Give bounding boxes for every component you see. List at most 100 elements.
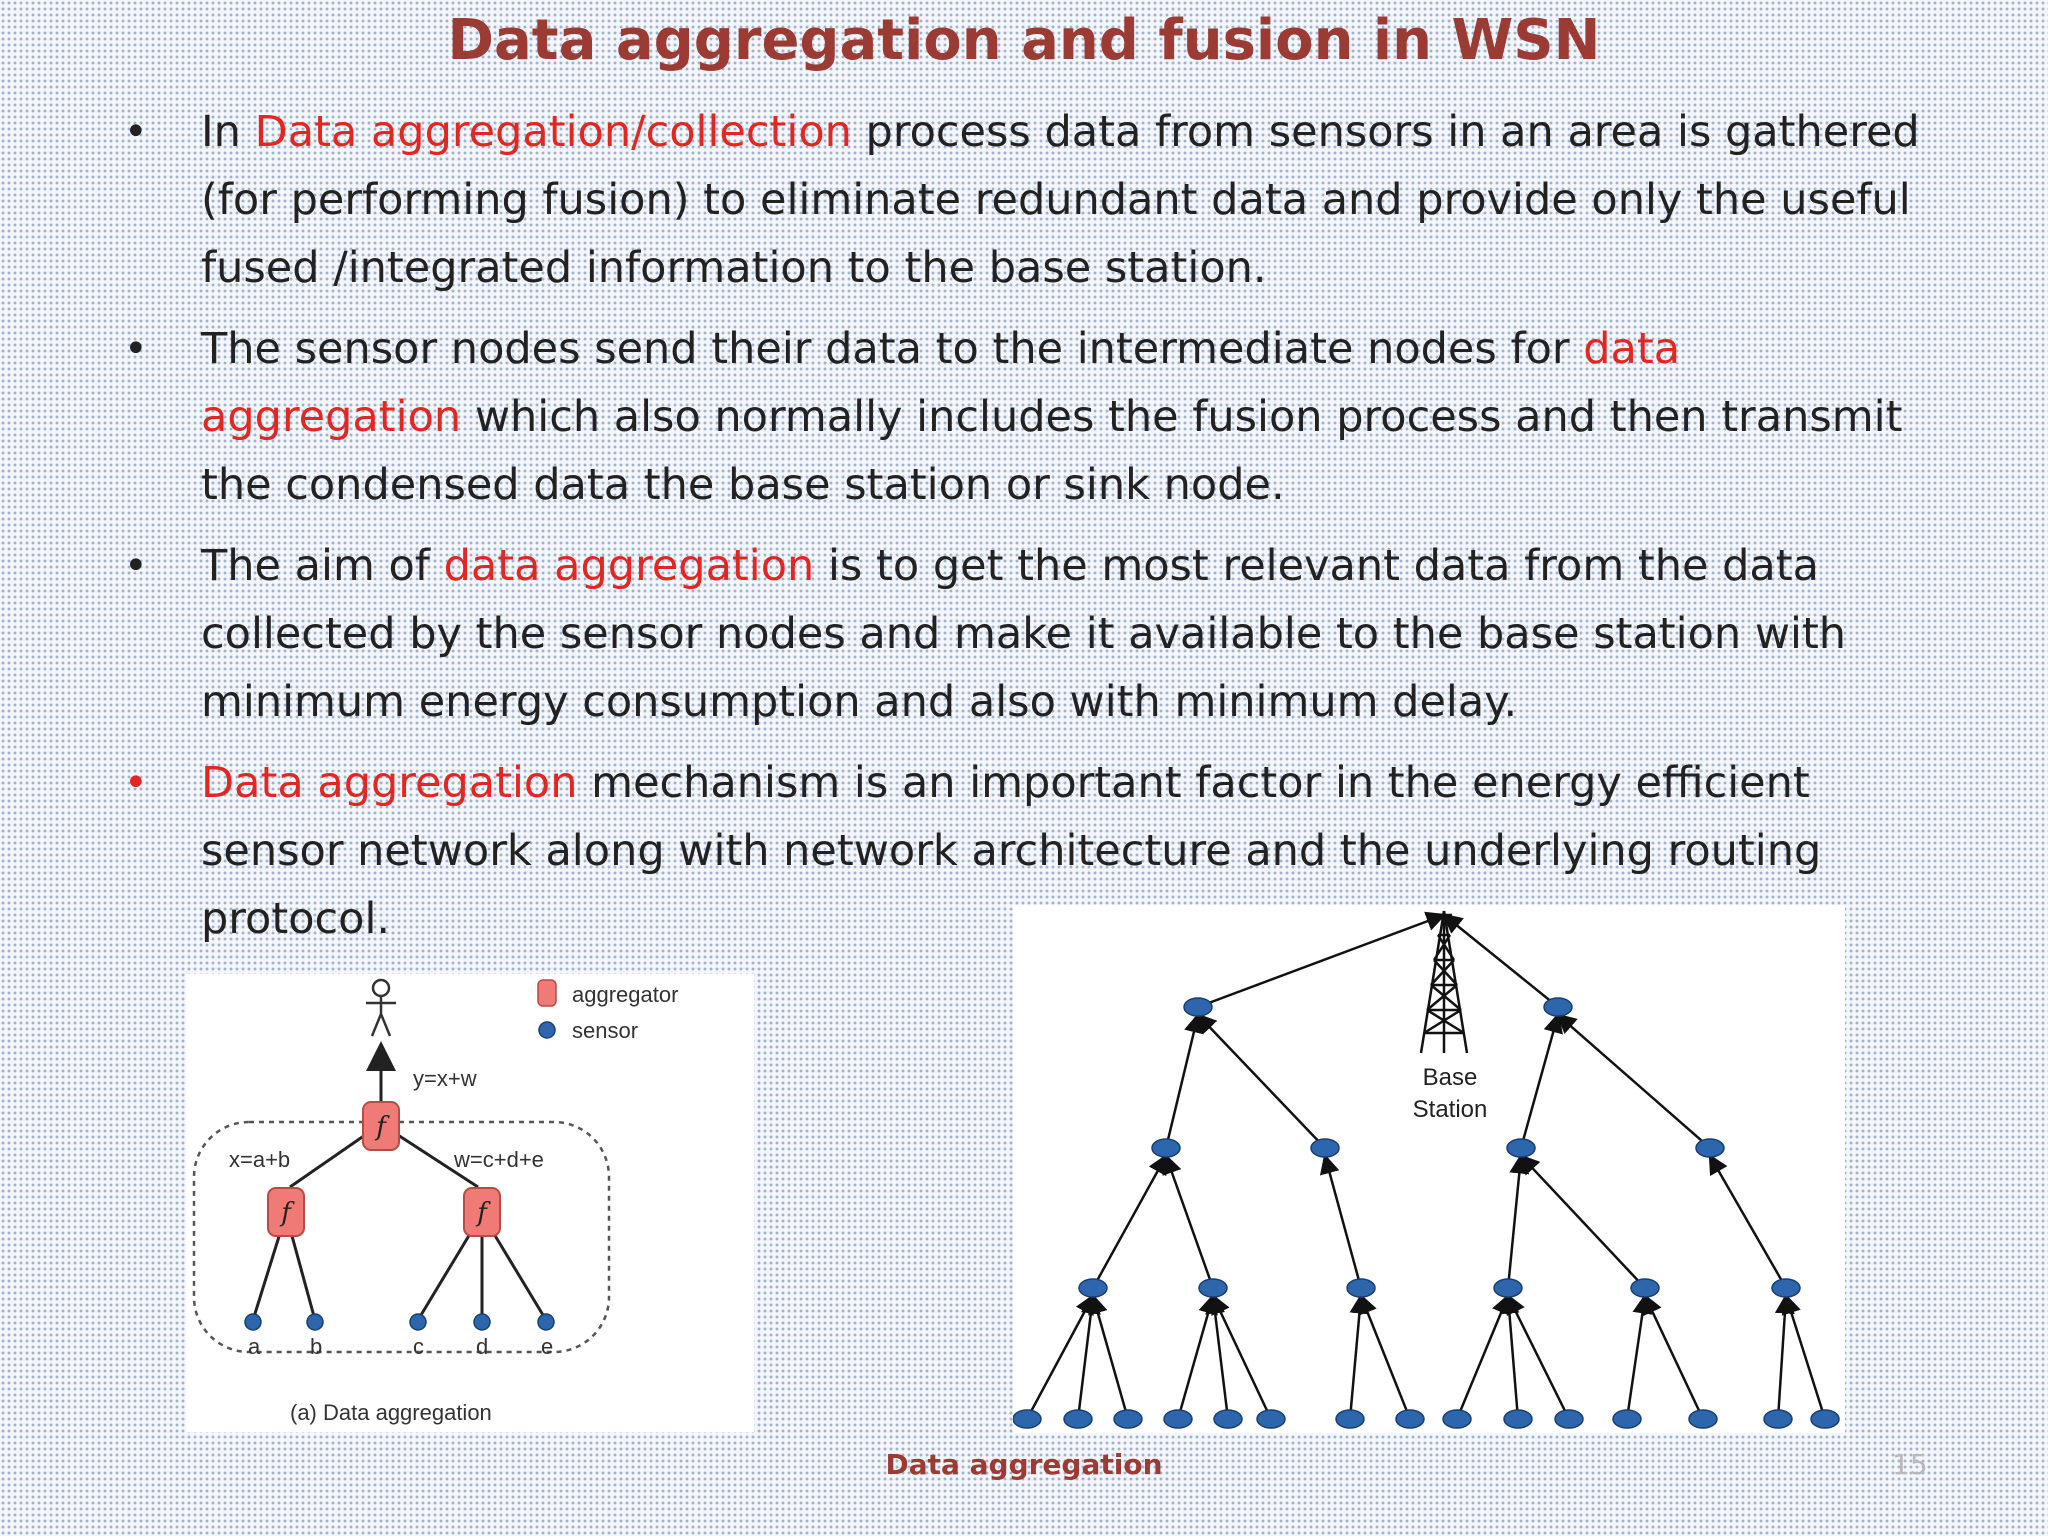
tree-edge xyxy=(1197,911,1447,1009)
data-aggregation-figure: f f f y=x+w x=a+b w=c+d+e a b c d e xyxy=(186,974,754,1432)
tree-edge xyxy=(1556,1013,1711,1149)
bullet-marker: • xyxy=(124,760,148,806)
legend-aggregator-swatch xyxy=(537,979,557,1007)
sensor-node xyxy=(1554,1409,1584,1429)
legend-sensor-label: sensor xyxy=(572,1018,638,1043)
slide-title: Data aggregation and fusion in WSN xyxy=(447,8,1601,73)
sensor-node xyxy=(1543,997,1573,1017)
highlighted-term: Data aggregation/collection xyxy=(254,107,852,157)
sensor-node xyxy=(1013,1409,1042,1429)
sensor-node xyxy=(1442,1409,1472,1429)
sensor-label-a: a xyxy=(248,1334,261,1359)
sensor-node xyxy=(1213,1409,1243,1429)
sensor-node xyxy=(1078,1278,1108,1298)
bullet-marker: • xyxy=(124,543,148,589)
tree-edge xyxy=(1358,1293,1412,1420)
tree-edge xyxy=(1442,913,1559,1008)
tree-edge xyxy=(1781,1293,1827,1420)
sensor-node xyxy=(1612,1409,1642,1429)
sensor-node xyxy=(1763,1409,1793,1429)
tree-edge xyxy=(1519,1154,1646,1289)
bullet-text: The sensor nodes send their data to the … xyxy=(201,324,1584,374)
highlighted-term: data aggregation xyxy=(201,324,1681,442)
tree-edge xyxy=(1076,1293,1101,1420)
highlighted-term: Data aggregation xyxy=(201,758,578,808)
aggregator-node-right: f xyxy=(463,1187,501,1237)
sensor-node xyxy=(1810,1409,1840,1429)
tree-edges xyxy=(1025,911,1827,1420)
tree-nodes xyxy=(1013,997,1840,1429)
sensor-node xyxy=(1503,1409,1533,1429)
tree-edge xyxy=(1088,1293,1130,1420)
tree-edge xyxy=(1455,1293,1511,1420)
user-icon xyxy=(366,978,396,1037)
tree-edge xyxy=(1164,1012,1204,1149)
sensor-node xyxy=(1688,1409,1718,1429)
bullet-item: • The aim of data aggregation is to get t… xyxy=(120,532,1950,736)
bullet-text: The aim of xyxy=(201,541,444,591)
page-number: 15 xyxy=(1892,1448,1928,1481)
bullet-text: which also normally includes the fusion … xyxy=(201,392,1903,510)
tree-edge xyxy=(1506,1153,1530,1289)
sensor-label-e: e xyxy=(541,1334,553,1359)
tree-edge xyxy=(1196,1013,1326,1149)
sensor-node xyxy=(1151,1138,1181,1158)
sensor-node xyxy=(1630,1278,1660,1298)
equation-top-label: y=x+w xyxy=(413,1066,477,1091)
legend-aggregator-label: aggregator xyxy=(572,982,678,1007)
sensor-node xyxy=(1183,997,1213,1017)
sensor-node xyxy=(1493,1278,1523,1298)
tree-edge xyxy=(1319,1153,1363,1289)
tree-edge xyxy=(1625,1293,1653,1420)
sensor-node xyxy=(1335,1409,1365,1429)
sensor-nodes xyxy=(244,1313,555,1331)
base-station-label-line2: Station xyxy=(1413,1096,1488,1123)
aggregator-node-left: f xyxy=(267,1187,305,1237)
bullet-item: • Data aggregation mechanism is an import… xyxy=(120,749,1950,953)
sensor-node xyxy=(1163,1409,1193,1429)
tree-edge xyxy=(1708,1153,1788,1289)
sensor-node xyxy=(1256,1409,1286,1429)
base-station-tower-icon xyxy=(1419,910,1469,1054)
tree-edge xyxy=(1176,1293,1218,1420)
tree-edge xyxy=(1506,1293,1571,1420)
network-tree-figure: Base Station xyxy=(1013,905,1845,1433)
tree-edge xyxy=(1499,1293,1520,1420)
tree-edge xyxy=(1348,1293,1370,1420)
sensor-node xyxy=(1395,1409,1425,1429)
sensor-node xyxy=(1695,1138,1725,1158)
legend-sensor-swatch xyxy=(538,1021,556,1039)
footer-title: Data aggregation xyxy=(885,1448,1163,1481)
tree-edge xyxy=(1519,1012,1563,1149)
tree-edge xyxy=(1205,1293,1230,1420)
bullet-text: process data from sensors in an area is … xyxy=(201,107,1920,293)
sensor-label-d: d xyxy=(476,1334,488,1359)
sensor-label-b: b xyxy=(310,1334,322,1359)
bullet-text: is to get the most relevant data from th… xyxy=(201,541,1847,727)
tree-edge xyxy=(1025,1293,1095,1420)
bullet-list: • In Data aggregation/collection process … xyxy=(120,98,1950,966)
highlighted-term: data aggregation xyxy=(443,541,815,591)
bullet-text: In xyxy=(201,107,255,157)
aggregation-boundary xyxy=(192,1120,611,1354)
legend: aggregator sensor xyxy=(537,979,678,1043)
sensor-label-c: c xyxy=(413,1334,424,1359)
bullet-marker: • xyxy=(124,326,148,372)
sensor-node xyxy=(1063,1409,1093,1429)
tree-edge xyxy=(1211,1293,1273,1420)
aggregator-node-top: f xyxy=(362,1101,400,1151)
bullet-item: • In Data aggregation/collection process … xyxy=(120,98,1950,302)
sensor-node xyxy=(1771,1278,1801,1298)
sensor-node xyxy=(1310,1138,1340,1158)
bullet-text: mechanism is an important factor in the … xyxy=(201,758,1822,944)
sensor-node xyxy=(1346,1278,1376,1298)
sensor-node xyxy=(1198,1278,1228,1298)
bullet-marker: • xyxy=(124,109,148,155)
base-station-label-line1: Base xyxy=(1423,1064,1478,1091)
figure-caption: (a) Data aggregation xyxy=(290,1400,492,1425)
sensor-node xyxy=(1506,1138,1536,1158)
tree-edge xyxy=(1774,1293,1795,1420)
bullet-item: • The sensor nodes send their data to the… xyxy=(120,315,1950,519)
equation-left-label: x=a+b xyxy=(229,1147,290,1172)
equation-right-label: w=c+d+e xyxy=(453,1147,544,1172)
